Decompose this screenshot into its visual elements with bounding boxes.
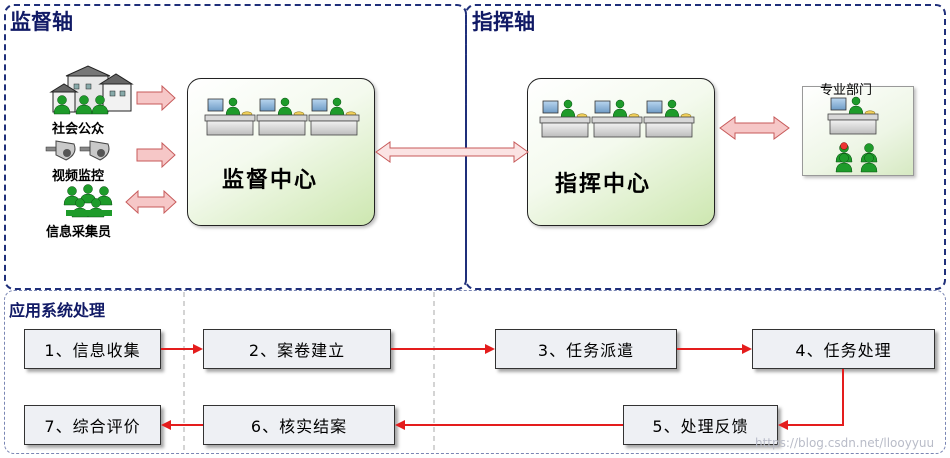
command-center-label: 指挥中心	[555, 172, 652, 197]
department-label: 专业部门	[820, 83, 873, 98]
double-arrow-department	[719, 116, 790, 140]
step-dispatch: 3、任务派遣	[495, 329, 677, 369]
step-collect: 1、信息收集	[24, 329, 161, 369]
step-handle: 4、任务处理	[752, 329, 935, 369]
source-label-public: 社会公众	[52, 122, 105, 137]
double-arrow-centers	[375, 141, 529, 163]
supervision-axis-title: 监督轴	[10, 10, 73, 34]
command-axis-title: 指挥轴	[472, 10, 535, 34]
department-staff-icon	[827, 96, 879, 173]
cctv-camera-icon	[45, 140, 110, 161]
hollow-arrow-public	[136, 84, 176, 112]
watermark: https://blog.csdn.net/llooyyuu	[755, 436, 935, 450]
step-verify-close: 6、核实结案	[203, 405, 395, 445]
command-axis-panel	[465, 4, 946, 290]
double-arrow-collector	[125, 189, 177, 215]
source-label-collector: 信息采集员	[46, 225, 112, 240]
buildings-icon	[49, 65, 134, 115]
source-label-video: 视频监控	[52, 169, 105, 184]
supervision-center-label: 监督中心	[222, 168, 319, 193]
process-title: 应用系统处理	[9, 301, 106, 320]
hollow-arrow-video	[136, 141, 176, 169]
flow-arrow-4-5	[778, 369, 844, 430]
step-evaluate: 7、综合评价	[24, 405, 161, 445]
step-feedback: 5、处理反馈	[623, 405, 778, 445]
people-group-icon	[63, 184, 113, 218]
workstation-icon-group-supervision	[204, 97, 360, 136]
process-flow-arrows	[161, 344, 844, 430]
step-case-create: 2、案卷建立	[203, 329, 391, 369]
process-panel	[4, 290, 946, 454]
workstation-icon-group-command	[539, 99, 695, 138]
